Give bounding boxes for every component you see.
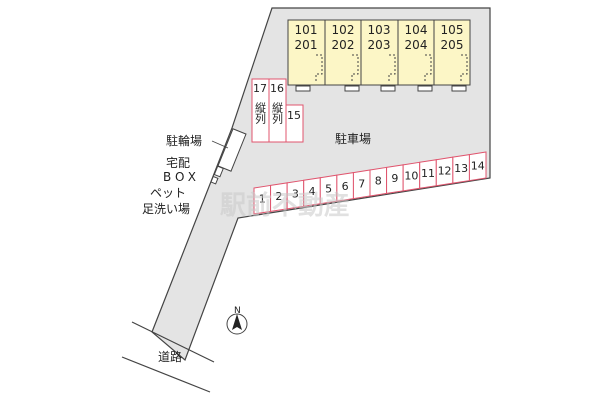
delivery-box-label-line2: BOX [163, 170, 200, 184]
parking-slot-label-1: 1 [259, 193, 266, 206]
apartment-building: 101 201 102 202 103 203 104 204 105 205 [287, 19, 471, 92]
road-edge-bottom [121, 356, 211, 393]
road-edge-top [131, 321, 215, 363]
parking-slot-label-13: 13 [454, 162, 468, 175]
parking-lot-label: 駐車場 [335, 132, 372, 146]
unit-203: 203 [368, 38, 391, 52]
parking-slot-14 [468, 151, 487, 182]
unit-205: 205 [441, 38, 464, 52]
compass-n-label: N [234, 306, 241, 316]
unit-102: 102 [332, 23, 355, 37]
delivery-box-mark [213, 165, 224, 178]
unit-105: 105 [441, 23, 464, 37]
parking-slot-label-9: 9 [391, 172, 398, 185]
unit-103: 103 [368, 23, 391, 37]
unit-101: 101 [295, 23, 318, 37]
parking-slot-label-11: 11 [421, 167, 435, 180]
slot-17: 17 [253, 82, 267, 95]
delivery-box-label-line1: 宅配 [166, 156, 191, 170]
parking-slot-label-4: 4 [309, 185, 316, 198]
unit-104: 104 [405, 23, 428, 37]
slot-17-note: 縦列 [254, 102, 267, 125]
unit-201: 201 [295, 38, 318, 52]
parking-slot-label-6: 6 [342, 180, 349, 193]
watermark-text: 駅前不動産 [220, 190, 350, 221]
unit-202: 202 [332, 38, 355, 52]
pet-wash-label-line2: 足洗い場 [142, 202, 191, 216]
parking-slot-label-10: 10 [404, 170, 418, 183]
parking-slot-label-8: 8 [375, 175, 382, 188]
parking-slot-label-12: 12 [438, 164, 452, 177]
side-parking-slots: 17 16 15 縦列 縦列 [251, 78, 304, 143]
bicycle-parking-leader [211, 140, 229, 149]
north-compass: N [226, 306, 248, 335]
road-label: 道路 [158, 350, 183, 364]
unit-204: 204 [405, 38, 428, 52]
parking-slot-label-5: 5 [325, 182, 332, 195]
parking-slot-label-7: 7 [358, 177, 365, 190]
slot-16: 16 [270, 82, 284, 95]
slot-15: 15 [287, 109, 301, 122]
parking-slot-label-2: 2 [275, 190, 282, 203]
parking-slot-label-3: 3 [292, 188, 299, 201]
pet-wash-label-line1: ペット [150, 186, 187, 200]
bicycle-parking-label: 駐輪場 [166, 134, 203, 148]
slot-16-note: 縦列 [271, 102, 284, 125]
bicycle-parking-area [217, 128, 247, 172]
parking-slot-label-14: 14 [471, 159, 485, 172]
pet-wash-mark [210, 175, 219, 185]
